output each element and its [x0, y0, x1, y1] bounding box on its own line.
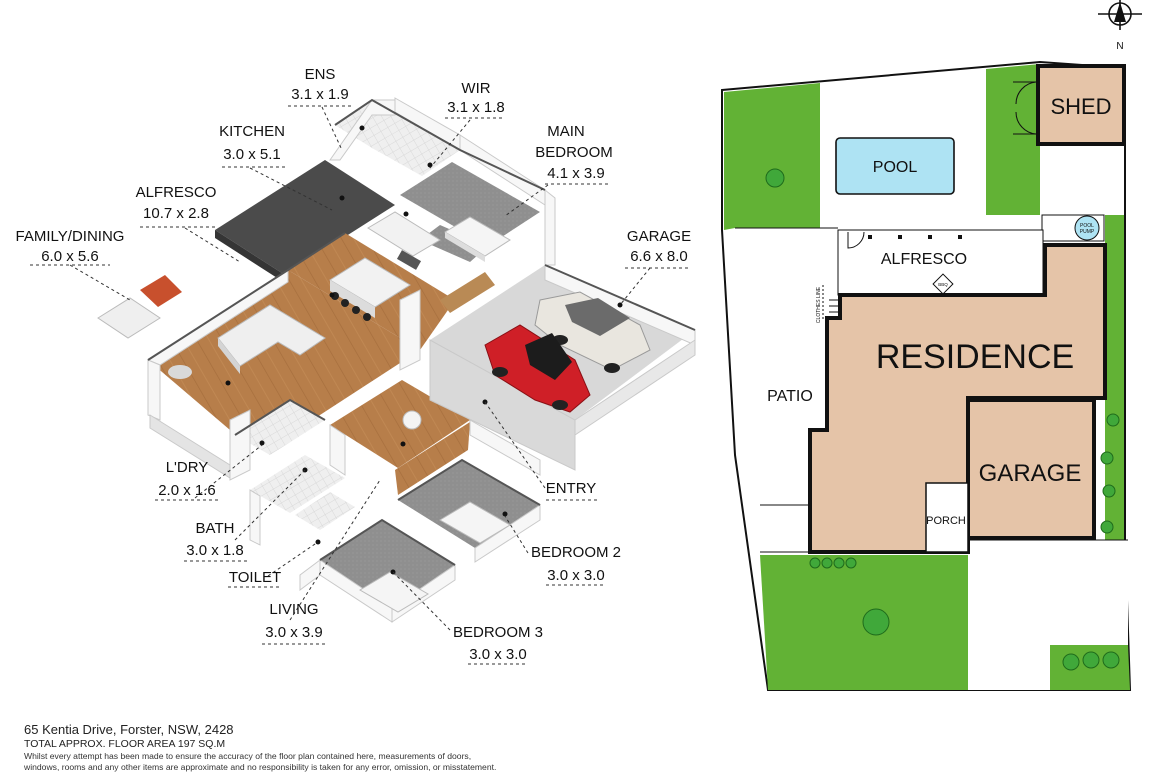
red-car	[484, 324, 591, 413]
porch	[925, 482, 969, 553]
bedroom-3-dim: 3.0 x 3.0	[469, 646, 527, 663]
bath-label: BATH	[196, 520, 235, 537]
ens-dim: 3.1 x 1.9	[291, 86, 349, 103]
main-bedroom-label-1: MAIN	[547, 123, 585, 140]
disclaimer-line-1: Whilst every attempt has been made to en…	[24, 751, 472, 761]
main-bedroom-floor	[400, 162, 540, 246]
address: 65 Kentia Drive, Forster, NSW, 2428	[24, 722, 234, 737]
compass-label: N	[1116, 41, 1123, 52]
footer: 65 Kentia Drive, Forster, NSW, 2428 TOTA…	[24, 722, 724, 773]
lawn-left	[724, 83, 820, 230]
disclaimer: Whilst every attempt has been made to en…	[24, 751, 724, 773]
bbq-label: BBQ	[938, 282, 948, 287]
pool	[835, 137, 955, 195]
site-garage	[966, 398, 1096, 540]
patio-label: PATIO	[767, 388, 813, 405]
toilet-floor	[295, 492, 355, 530]
shed-label: SHED	[1050, 94, 1111, 119]
residence-label: RESIDENCE	[876, 338, 1074, 376]
bbq-icon	[932, 273, 954, 295]
armchair	[140, 275, 182, 307]
living-dim: 3.0 x 3.9	[265, 624, 323, 641]
pool-label: POOL	[873, 159, 918, 176]
disclaimer-line-2: windows, rooms and any other items are a…	[24, 762, 497, 772]
floor-area: TOTAL APPROX. FLOOR AREA 197 SQ.M	[24, 738, 226, 750]
family-dining-dim: 6.0 x 5.6	[41, 248, 99, 265]
main-bedroom-label-2: BEDROOM	[535, 144, 613, 161]
shed	[1036, 64, 1126, 146]
wir-dim: 3.1 x 1.8	[447, 99, 505, 116]
isometric-floor-plan	[30, 97, 696, 665]
bedroom-2-dim: 3.0 x 3.0	[547, 567, 605, 584]
bath-dim: 3.0 x 1.8	[186, 542, 244, 559]
site-garage-label: GARAGE	[979, 460, 1082, 487]
garage-3d-dim: 6.6 x 8.0	[630, 248, 688, 265]
main-bedroom-dim: 4.1 x 3.9	[547, 165, 605, 182]
kitchen-label: KITCHEN	[219, 123, 285, 140]
laundry-dim: 2.0 x 1.6	[158, 482, 216, 499]
silver-car	[534, 291, 651, 373]
bedroom-2-bed	[439, 501, 511, 544]
family-dining-label: FAMILY/DINING	[16, 228, 125, 245]
site-plan	[721, 60, 1132, 691]
trees	[765, 168, 1120, 671]
bedroom-2-label: BEDROOM 2	[531, 544, 621, 561]
kitchen-dim: 3.0 x 5.1	[223, 146, 281, 163]
bedroom-3-floor	[320, 520, 455, 608]
toilet-label: TOILET	[229, 569, 281, 586]
bedroom-3-label: BEDROOM 3	[453, 624, 543, 641]
clothes-line-label: CLOTHES LINE	[816, 286, 822, 323]
dining-table	[97, 297, 161, 339]
porch-label: PORCH	[926, 515, 966, 527]
pool-pump-label-1: POOL	[1080, 223, 1094, 229]
garage-3d-label: GARAGE	[627, 228, 691, 245]
pool-pump-icon	[1074, 215, 1100, 241]
laundry-label: L'DRY	[166, 459, 209, 476]
wir-floor	[372, 122, 460, 176]
laundry-floor	[235, 400, 325, 455]
alfresco-dim: 10.7 x 2.8	[143, 205, 209, 222]
pool-pump-label-2: PUMP	[1080, 229, 1095, 235]
wir-label: WIR	[461, 80, 490, 97]
alfresco-deck	[215, 160, 395, 275]
garage-shelf	[440, 272, 495, 313]
bath-floor	[250, 455, 345, 513]
ens-label: ENS	[305, 66, 336, 83]
site-alfresco-label: ALFRESCO	[881, 251, 967, 268]
bedroom-3-bed	[359, 571, 429, 613]
living-label: LIVING	[269, 601, 318, 618]
entry-label: ENTRY	[546, 480, 597, 497]
kitchen-bench	[367, 211, 441, 257]
alfresco-label: ALFRESCO	[136, 184, 217, 201]
compass-icon: N	[1098, 0, 1142, 52]
